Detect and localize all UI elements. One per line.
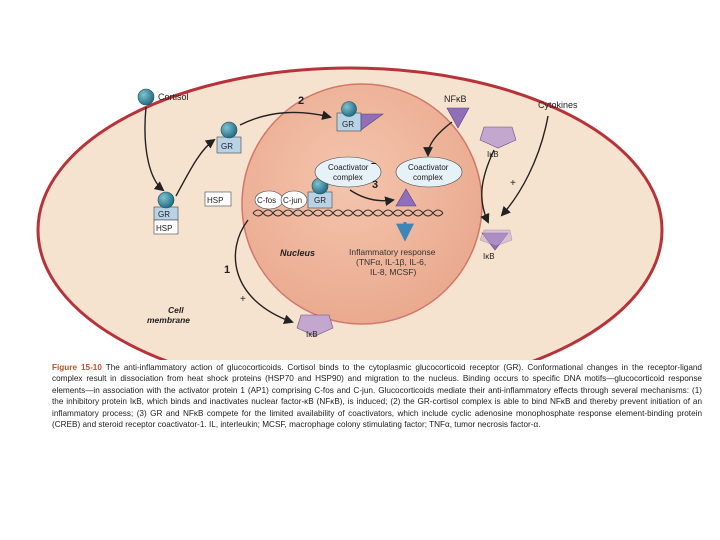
arrow-nfkb-to-coactivator [423, 121, 453, 157]
step-2-label: 2 [298, 95, 304, 107]
figure-caption: Figure 15-10 The anti-inflammatory actio… [52, 362, 702, 430]
gr-cortisol-complex [216, 121, 242, 154]
nfkb-nuclear-triangle [395, 188, 417, 207]
arrow-cortisol-to-gr [144, 106, 165, 192]
arrow-nucleus-to-ikb [234, 219, 294, 324]
hsp-label-1: HSP [156, 224, 172, 233]
nucleus-label: Nucleus [280, 248, 315, 258]
arrow-coactivator-to-nfkb [349, 189, 395, 207]
cortisol-label: Cortisol [158, 92, 189, 102]
caption-text: The anti-inflammatory action of glucocor… [52, 363, 702, 430]
nfkb-triangle [446, 107, 470, 129]
cjun-label: C-jun [283, 196, 302, 205]
inflammatory-label-1: Inflammatory response [349, 247, 436, 257]
coactivator-label-right-1: Coactivator [408, 163, 449, 172]
arrow-gr-to-complex [239, 110, 332, 126]
dna-helix [252, 209, 444, 217]
arrow-hsp-to-gr [175, 138, 216, 197]
gr-label-1: GR [221, 142, 233, 151]
cell-label-2: membrane [147, 315, 190, 325]
nfkb-label: NFκB [444, 94, 467, 104]
plus-sign-cytokine: + [510, 178, 516, 189]
arrow-cytokines-to-ikb [500, 115, 549, 217]
ikb-label-2: IκB [483, 252, 495, 261]
coactivator-complex-right [395, 156, 463, 188]
gr-hsp-complex [153, 191, 179, 235]
cortisol-molecule [137, 88, 155, 106]
ikb-top-right [479, 126, 517, 149]
gr-label-2: GR [342, 120, 354, 129]
gr-label-3: GR [158, 210, 170, 219]
plus-sign-1: + [240, 294, 246, 305]
gr-nfkb-complex [336, 101, 384, 132]
coactivator-label-right-2: complex [413, 173, 443, 182]
ikb-bottom [296, 314, 334, 337]
cytokines-label: Cytokines [538, 100, 578, 110]
gr-label-4: GR [314, 196, 326, 205]
cfos-label: C-fos [257, 196, 276, 205]
step-1-label: 1 [224, 264, 230, 276]
coactivator-label-left-2: complex [333, 173, 363, 182]
hsp-label-2: HSP [207, 196, 223, 205]
step-3-label: 3 [372, 179, 378, 191]
arrow-ikb-loop [480, 149, 495, 224]
coactivator-complex-left [314, 156, 382, 188]
minus-sign-3: – [371, 158, 377, 169]
glucocorticoid-diagram: Cortisol NFκB Cytokines GR GR GR HSP HSP… [36, 66, 664, 360]
ikb-nfkb-complex [479, 229, 513, 251]
inflammatory-label-2: (TNFα, IL-1β, IL-6, [356, 257, 426, 267]
ikb-label-3: IκB [306, 330, 318, 339]
cell-label-1: Cell [168, 305, 184, 315]
ikb-label-1: IκB [487, 150, 499, 159]
figure-number: Figure 15-10 [52, 363, 102, 372]
coactivator-label-left-1: Coactivator [328, 163, 369, 172]
hsp-box [204, 191, 232, 207]
inflammatory-label-3: IL-8, MCSF) [370, 267, 416, 277]
